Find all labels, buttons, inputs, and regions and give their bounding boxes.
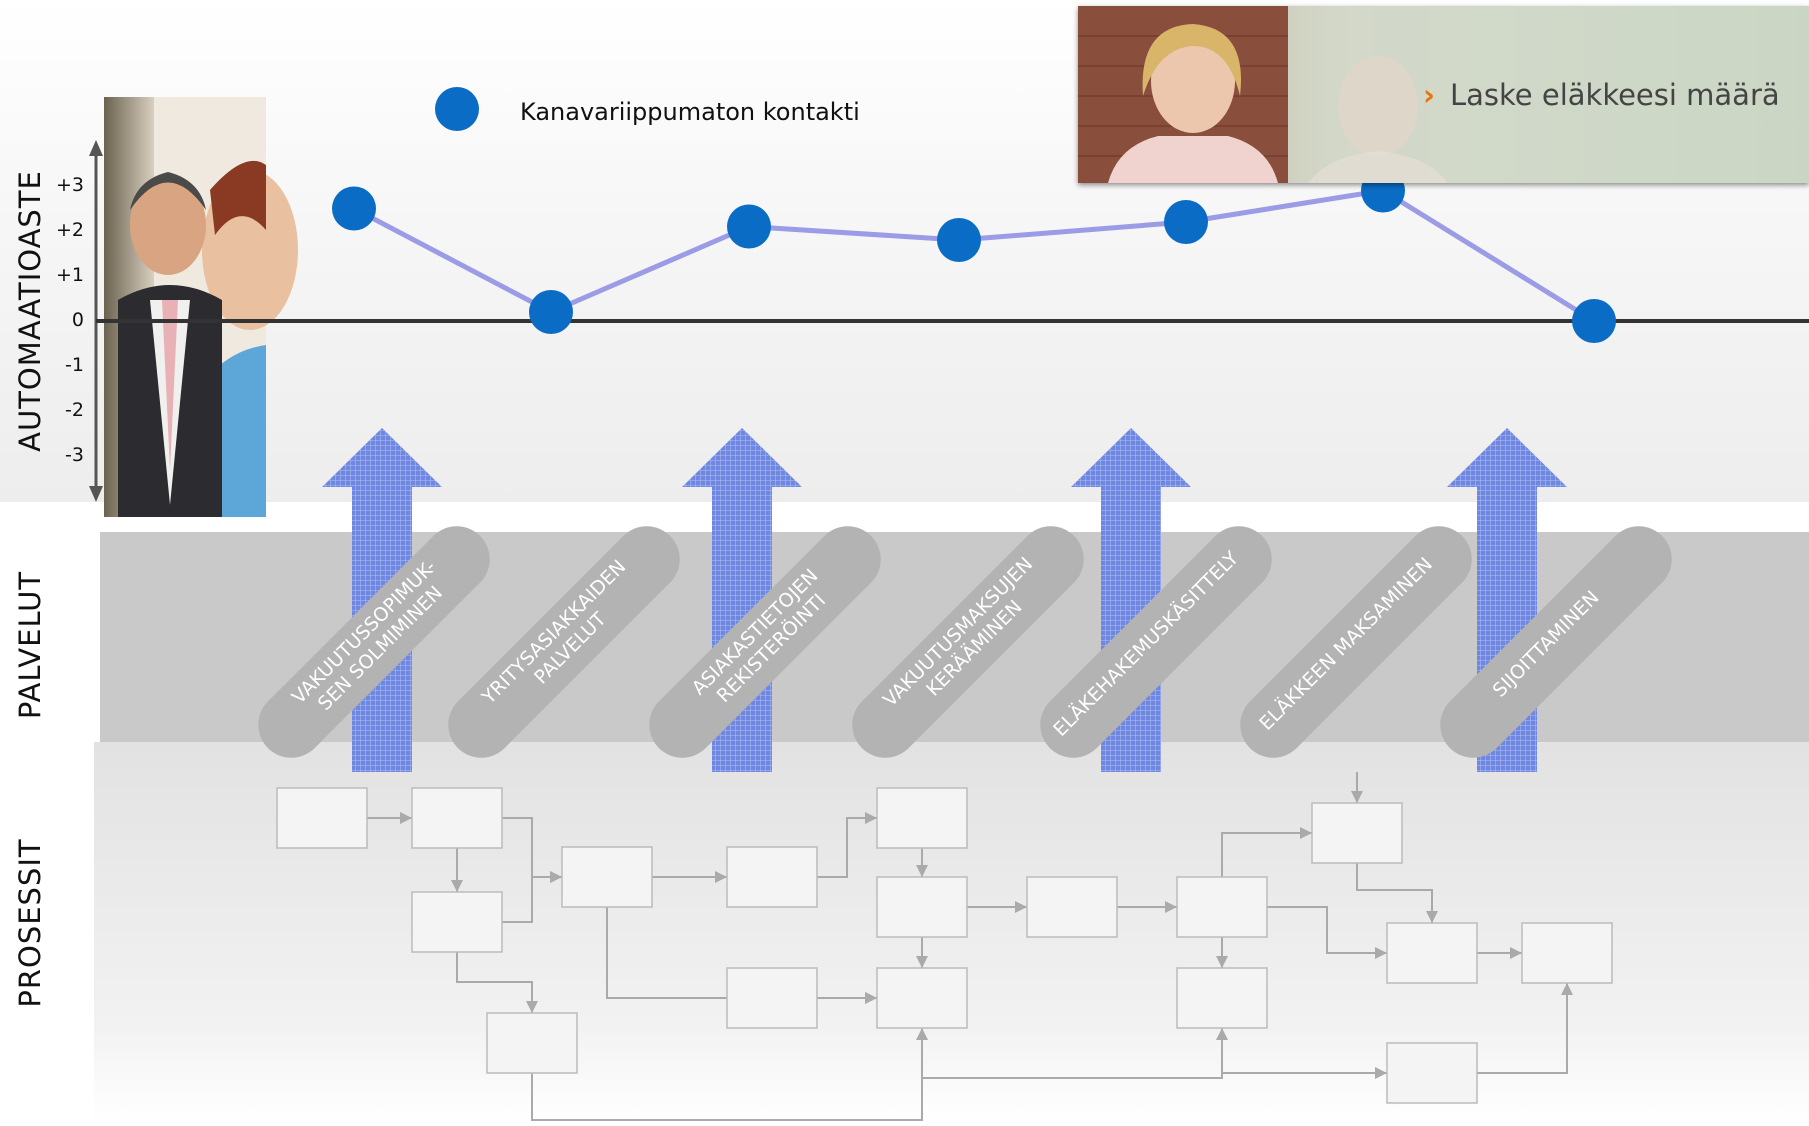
service-pill xyxy=(1440,526,1672,758)
data-point xyxy=(1572,299,1616,343)
flow-connector xyxy=(817,817,877,878)
data-point xyxy=(332,186,376,231)
flow-arrowhead xyxy=(1375,947,1387,959)
banner-chevron-icon: › xyxy=(1423,78,1435,112)
flow-arrowhead xyxy=(1351,791,1363,803)
services-band-label: PALVELUT xyxy=(13,570,47,720)
flow-arrowhead xyxy=(916,956,928,968)
y-tick-label: 0 xyxy=(71,309,84,331)
series-markers xyxy=(332,168,1616,343)
process-box xyxy=(276,787,368,849)
flow-connector xyxy=(1221,832,1312,877)
banner-photo xyxy=(1078,6,1809,183)
service-pill xyxy=(1240,526,1472,758)
flow-connector xyxy=(1477,983,1568,1074)
flow-connector xyxy=(531,1028,923,1121)
flow-arrowhead xyxy=(1216,956,1228,968)
flow-arrowhead xyxy=(1216,1028,1228,1040)
y-axis-title: AUTOMAATIOASTE xyxy=(13,170,47,452)
process-box xyxy=(1386,922,1478,984)
flow-connector xyxy=(1267,906,1387,954)
flow-arrowhead xyxy=(400,812,412,824)
process-box xyxy=(1311,802,1403,864)
process-box xyxy=(1176,876,1268,938)
process-box xyxy=(726,967,818,1029)
process-box xyxy=(486,1012,578,1074)
legend-label: Kanavariippumaton kontakti xyxy=(520,98,860,126)
y-tick-label: -3 xyxy=(65,444,84,466)
process-box xyxy=(1386,1042,1478,1104)
y-tick-label: +1 xyxy=(55,264,84,286)
service-pill xyxy=(649,526,881,758)
flow-arrowhead xyxy=(916,865,928,877)
flow-arrowhead xyxy=(865,812,877,824)
banner-link-text[interactable]: Laske eläkkeesi määrä xyxy=(1450,78,1780,112)
data-point xyxy=(529,290,573,334)
process-box xyxy=(876,876,968,938)
process-box xyxy=(1026,876,1118,938)
process-box xyxy=(1521,922,1613,984)
processes-band-label: PROSESSIT xyxy=(13,838,47,1008)
flow-arrowhead xyxy=(1165,901,1177,913)
y-tick-label: -1 xyxy=(65,354,84,376)
flow-arrowhead xyxy=(715,871,727,883)
flow-connector xyxy=(502,876,562,923)
process-box xyxy=(876,967,968,1029)
service-pill xyxy=(258,526,490,758)
flow-arrowhead xyxy=(1561,983,1573,995)
flow-arrowhead xyxy=(1015,901,1027,913)
flow-arrowhead xyxy=(1426,911,1438,923)
flow-arrowhead xyxy=(1375,1067,1387,1079)
data-point xyxy=(937,218,981,262)
flow-connector xyxy=(456,952,533,1013)
flow-arrowhead xyxy=(526,1001,538,1013)
flow-arrowhead xyxy=(865,992,877,1004)
y-tick-label: -2 xyxy=(65,399,84,421)
people-photo xyxy=(104,97,298,517)
flow-arrowhead xyxy=(550,871,562,883)
data-point xyxy=(1164,200,1208,244)
process-box xyxy=(1176,967,1268,1029)
process-box xyxy=(411,891,503,953)
data-point xyxy=(727,204,771,249)
flow-arrowhead xyxy=(1300,827,1312,839)
process-flow xyxy=(276,772,1613,1121)
y-tick-label: +2 xyxy=(55,219,84,241)
process-box xyxy=(411,787,503,849)
pension-calculator-banner[interactable] xyxy=(1078,6,1809,183)
y-tick-label: +3 xyxy=(55,174,84,196)
flow-arrowhead xyxy=(916,1028,928,1040)
service-pill xyxy=(448,526,680,758)
process-box xyxy=(876,787,968,849)
process-box xyxy=(726,846,818,908)
process-box xyxy=(561,846,653,908)
service-pill xyxy=(852,526,1084,758)
service-pills xyxy=(258,526,1672,758)
service-pill xyxy=(1040,526,1272,758)
flow-arrowhead xyxy=(1510,947,1522,959)
flow-connector xyxy=(1356,863,1433,923)
flow-arrowhead xyxy=(451,880,463,892)
legend-marker xyxy=(435,87,479,131)
flow-connector xyxy=(922,1028,1223,1079)
